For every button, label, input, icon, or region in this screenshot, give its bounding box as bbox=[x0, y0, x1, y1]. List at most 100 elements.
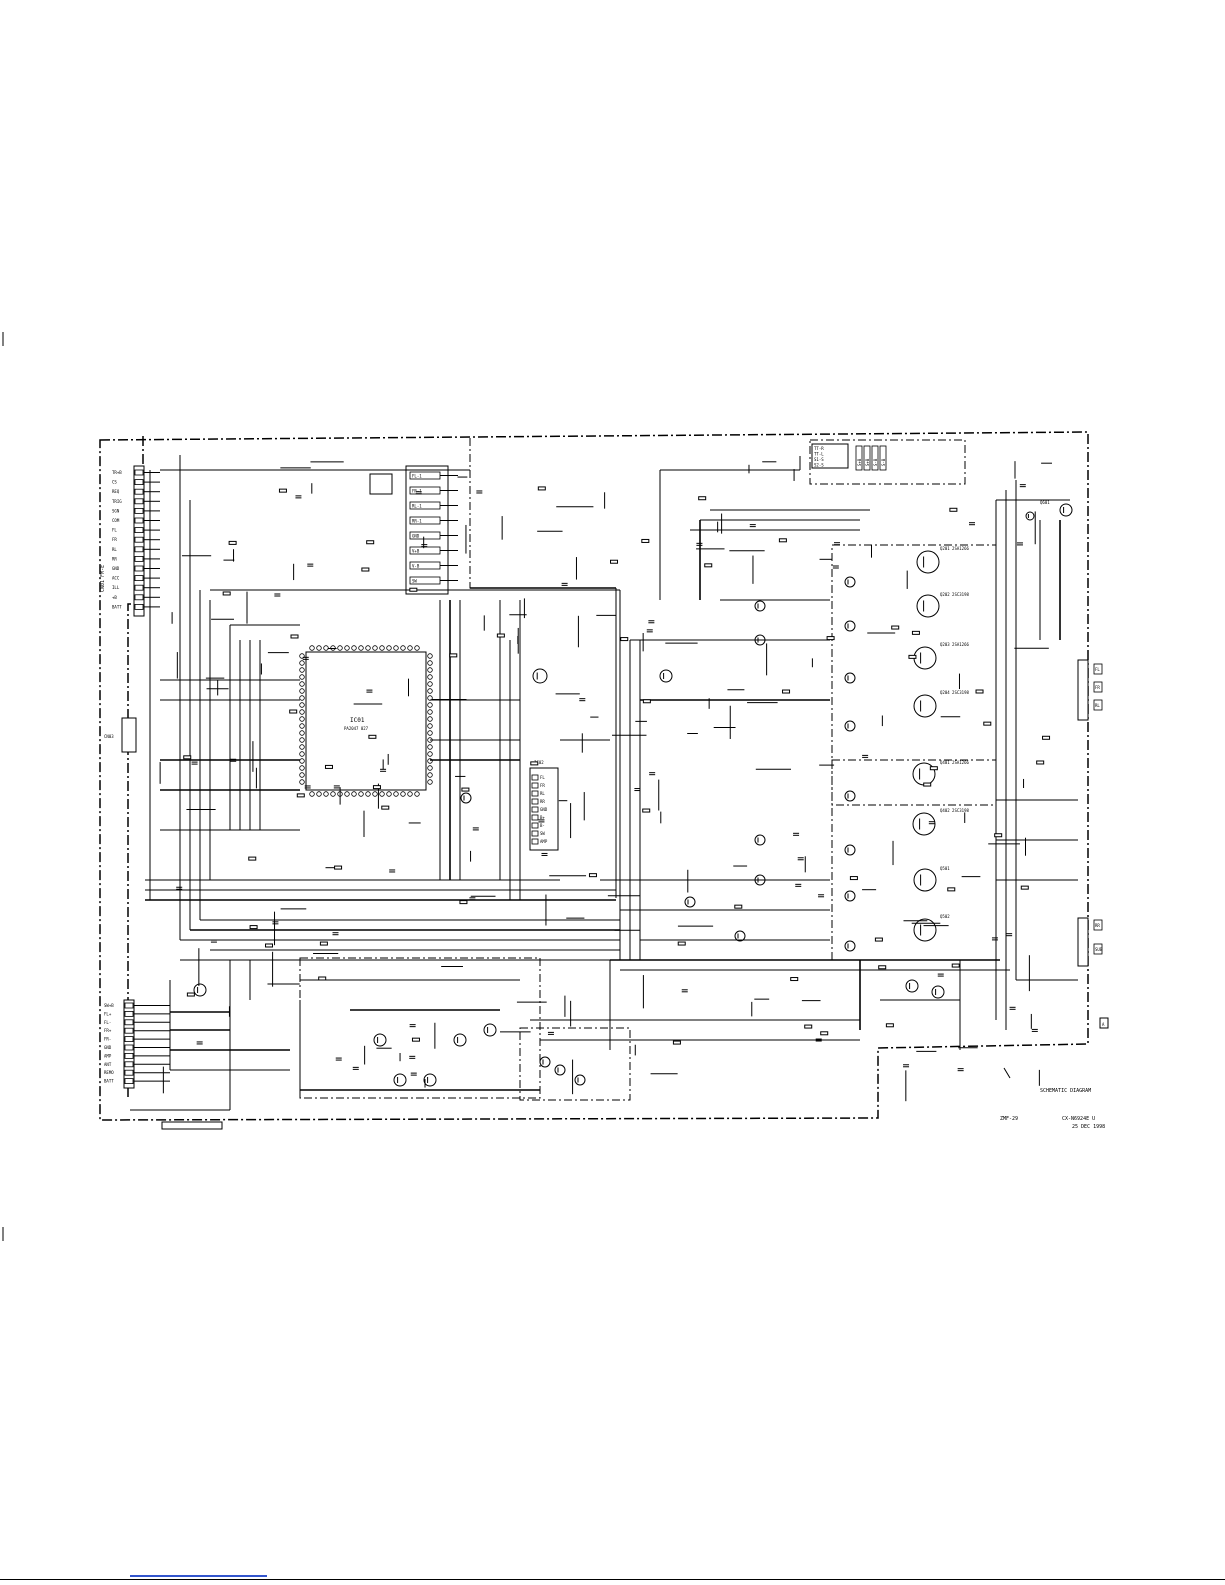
output-terminal bbox=[1093, 681, 1103, 693]
ic01-pin bbox=[372, 791, 378, 797]
resistor bbox=[183, 755, 192, 760]
ic01-pin bbox=[379, 791, 385, 797]
resistor bbox=[642, 808, 651, 813]
transistor-symbol bbox=[373, 1033, 387, 1047]
ic01-pin bbox=[299, 779, 305, 785]
ic01-pin bbox=[393, 791, 399, 797]
transistor-symbol bbox=[913, 868, 937, 892]
cn01-pin bbox=[134, 575, 144, 581]
transistor-symbol bbox=[393, 1073, 407, 1087]
cn01-pin bbox=[134, 565, 144, 572]
transistor-label: Q402 2SC3198 bbox=[940, 808, 969, 813]
ic01-pin bbox=[414, 791, 420, 797]
resistor bbox=[874, 937, 883, 942]
ic01-pin bbox=[330, 791, 336, 797]
cn02-pin bbox=[124, 1069, 134, 1076]
cn02-pin-label: FR- bbox=[104, 1037, 111, 1042]
ic01-pin bbox=[427, 751, 433, 757]
ic01-pin bbox=[309, 791, 315, 797]
ic01-pin bbox=[358, 791, 364, 797]
footer-link-underline[interactable] bbox=[130, 1575, 267, 1577]
cn01-pin-label: REQ bbox=[112, 489, 120, 494]
resistor bbox=[929, 766, 938, 771]
resistor bbox=[289, 709, 298, 714]
cn01-pin bbox=[134, 488, 144, 495]
transistor-label: Q201 2SA1266 bbox=[940, 546, 969, 551]
ic01-pin bbox=[358, 645, 364, 651]
output-terminal bbox=[1093, 919, 1103, 931]
transistor-label: Q601 bbox=[1040, 500, 1050, 505]
cn01-pin-label: ACC bbox=[112, 576, 120, 581]
cn01-pin-label: RR bbox=[112, 556, 117, 561]
ic02-pin-label: RL bbox=[540, 791, 545, 796]
ic01-pin bbox=[427, 653, 433, 659]
resistor bbox=[704, 563, 713, 568]
top-bus-label: RL-1 bbox=[412, 504, 422, 509]
top-connector-pin-label: S-B bbox=[873, 458, 878, 466]
transistor-symbol bbox=[734, 930, 746, 942]
cn02-pin-label: FL- bbox=[104, 1020, 111, 1025]
cn01-pin bbox=[134, 536, 144, 543]
resistor bbox=[411, 1037, 420, 1042]
cn02-pin bbox=[124, 1061, 134, 1068]
ic01-pin bbox=[427, 716, 433, 722]
ic01-pin bbox=[407, 791, 413, 797]
ic01-pin bbox=[299, 772, 305, 778]
ic01-pin bbox=[299, 751, 305, 757]
transistor-symbol bbox=[539, 1056, 551, 1068]
transistor-label: Q204 2SC3198 bbox=[940, 690, 969, 695]
ic02-pin-label: FL bbox=[540, 775, 545, 780]
wiring bbox=[130, 455, 1078, 1111]
ic01-pin bbox=[299, 695, 305, 701]
cn02-pin bbox=[124, 1027, 134, 1034]
title-block: SCHEMATIC DIAGRAM ZMF-29 CX-N6924E U 25 … bbox=[1000, 1067, 1105, 1130]
resistor bbox=[496, 633, 505, 638]
transistor-symbol bbox=[844, 720, 856, 732]
passive-components bbox=[176, 484, 1051, 1076]
ic01-pin bbox=[323, 645, 329, 651]
ic01-pin bbox=[414, 645, 420, 651]
resistor bbox=[318, 976, 327, 981]
ic01-pin bbox=[400, 645, 406, 651]
cn01-pin-label: COM bbox=[112, 518, 120, 523]
resistor bbox=[334, 865, 343, 870]
transistor-symbol bbox=[193, 983, 207, 997]
ic01-pin bbox=[427, 730, 433, 736]
drawing-number: CX-N6924E U bbox=[1062, 1116, 1095, 1122]
ic01-pin bbox=[427, 744, 433, 750]
resistor bbox=[265, 943, 274, 948]
resistor bbox=[908, 654, 917, 659]
resistor bbox=[782, 689, 791, 694]
transistor-symbol bbox=[905, 979, 919, 993]
transistor-symbol bbox=[754, 600, 766, 612]
transistor-symbol bbox=[423, 1073, 437, 1087]
ic01-pin bbox=[427, 667, 433, 673]
transistor-symbol bbox=[912, 812, 936, 836]
ic01-pin bbox=[351, 645, 357, 651]
ic01-pin bbox=[299, 716, 305, 722]
ic01-pin bbox=[299, 744, 305, 750]
resistor bbox=[249, 925, 258, 930]
resistor bbox=[642, 699, 651, 704]
cn01-pin-label: SGN bbox=[112, 508, 120, 513]
resistor bbox=[804, 1024, 813, 1029]
resistor bbox=[778, 538, 787, 543]
transistor-label: Q202 2SC3198 bbox=[940, 592, 969, 597]
transistor-symbol bbox=[554, 1064, 566, 1076]
transistor-symbol bbox=[844, 620, 856, 632]
transistor-symbol bbox=[1059, 503, 1073, 517]
transistor-symbol bbox=[916, 594, 940, 618]
resistor bbox=[222, 591, 231, 596]
cn01-pin-label: CS bbox=[112, 480, 117, 485]
transistor-symbol bbox=[460, 792, 472, 804]
transistor-symbol bbox=[844, 576, 856, 588]
resistor bbox=[248, 856, 257, 861]
top-bus-label: SW bbox=[412, 579, 417, 584]
cn01-pin-label: ILL bbox=[112, 585, 120, 590]
ic02-pin-label: B+ bbox=[540, 815, 545, 820]
ic01-pin bbox=[427, 723, 433, 729]
ic01-pin bbox=[427, 674, 433, 680]
resistor bbox=[878, 965, 887, 970]
output-connector-lower bbox=[1077, 917, 1089, 967]
